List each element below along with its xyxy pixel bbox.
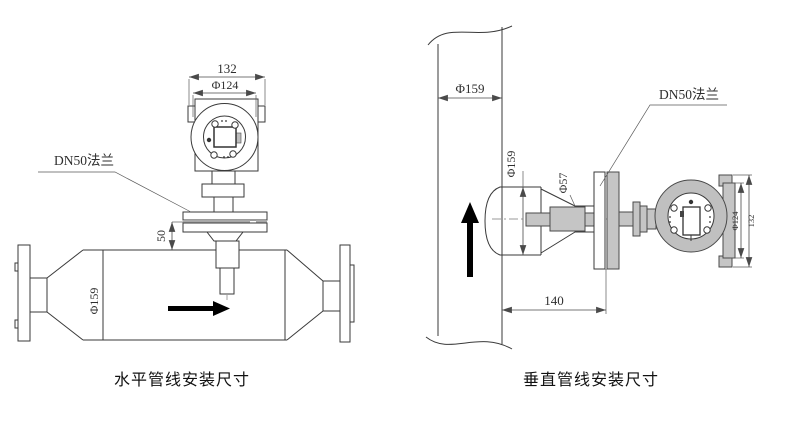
dim-label-phi124: Φ124 — [212, 78, 239, 92]
caption-horizontal: 水平管线安装尺寸 — [114, 371, 250, 389]
flange-label: DN50法兰 — [659, 87, 719, 102]
dimension-head-dia-124: Φ124 — [192, 78, 257, 117]
probe-assembly-side — [525, 171, 657, 270]
flange-label: DN50法兰 — [54, 153, 114, 168]
dimension-head-dia-right: Φ124 — [730, 182, 745, 259]
dim-label-phi57: Φ57 — [556, 173, 570, 194]
dim-label-132: 132 — [217, 61, 237, 76]
dimension-insertion-length-140: 140 — [502, 269, 607, 314]
display-window — [682, 206, 701, 236]
vertical-install-drawing: Φ159 Φ159 Φ57 — [425, 25, 756, 389]
dim-label-phi124-side: Φ124 — [730, 211, 740, 231]
dim-label-phi159-top: Φ159 — [455, 81, 484, 96]
dim-label-140: 140 — [544, 293, 564, 308]
flow-direction-arrow-right — [168, 301, 230, 316]
dim-label-50: 50 — [154, 230, 168, 242]
meter-head-side — [654, 174, 736, 268]
pipe-dia-label-left: Φ159 — [87, 288, 101, 315]
left-flange — [17, 244, 31, 342]
horizontal-install-drawing: 132 Φ124 DN50法兰 50 Φ159 水平管线安装尺寸 — [14, 61, 355, 389]
mount-flange-upper — [182, 211, 268, 221]
dimension-pipe-dia-top: Φ159 — [438, 81, 502, 102]
dim-label-phi159-side: Φ159 — [504, 151, 518, 178]
display-window — [213, 126, 237, 148]
caption-vertical: 垂直管线安装尺寸 — [523, 371, 659, 389]
dimension-boss-height: Φ159 — [504, 151, 527, 255]
mount-flange-lower — [182, 222, 268, 233]
right-flange — [339, 244, 351, 343]
meter-head-front — [187, 98, 266, 172]
pipe-body-vertical — [425, 25, 513, 350]
dimension-insertion-height-50: 50 — [154, 221, 183, 250]
dimension-boss-dia: Φ57 — [556, 173, 576, 207]
flange-plate-front — [593, 171, 606, 270]
flow-direction-arrow-up — [461, 202, 479, 277]
pipe-break-bottom — [425, 336, 513, 350]
gasket — [183, 220, 250, 223]
pipe-body-horizontal — [14, 244, 355, 343]
dimension-head-width-right: 132 — [733, 174, 756, 268]
flange-plate-back — [606, 171, 620, 270]
pipe-break-top — [427, 25, 513, 46]
dimension-head-width-132: 132 — [188, 61, 266, 105]
flange-callout-right: DN50法兰 — [599, 87, 727, 187]
insertion-assembly — [182, 169, 268, 300]
probe-tube — [219, 267, 235, 295]
dim-label-132-side: 132 — [746, 215, 756, 228]
flange-callout-left: DN50法兰 — [38, 153, 192, 213]
